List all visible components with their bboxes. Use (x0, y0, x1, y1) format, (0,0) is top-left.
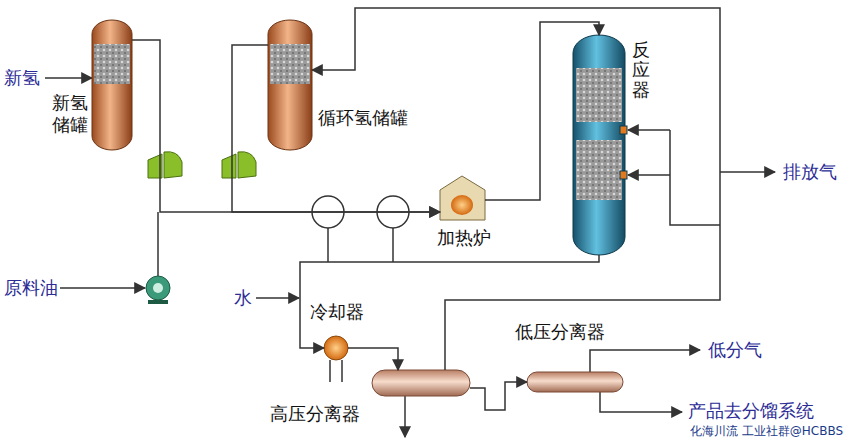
drawing-part (576, 140, 622, 200)
drawing-part (451, 195, 473, 215)
drawing-part (720, 171, 775, 173)
drawing-part (157, 212, 159, 276)
drawing-part (573, 35, 625, 255)
drawing-part (92, 20, 132, 150)
drawing-part (153, 283, 163, 293)
process-line (312, 8, 720, 370)
drawing-part (45, 77, 92, 79)
drawing-part (256, 297, 299, 299)
drawing-part (576, 68, 622, 122)
drawing-part (590, 350, 700, 372)
equipment-label: 新氢储罐 (52, 92, 88, 135)
high-pressure-separator: 高压分离器 (372, 370, 470, 396)
heating-furnace (440, 176, 485, 220)
drawing-part (372, 370, 470, 396)
separator-vessel (372, 370, 623, 396)
equipment-label: 低压分离器 (515, 322, 605, 343)
recycle-hydrogen-tank: 循环氢储罐 (268, 20, 312, 150)
equipment-label: 高压分离器 (270, 404, 360, 425)
drawing-part (670, 130, 720, 225)
drawing-part (146, 276, 170, 300)
drawing-part (327, 228, 329, 262)
stream-label: 原料油 (4, 278, 58, 299)
feed-lines (45, 78, 775, 437)
drawing-part (270, 44, 310, 84)
drawing-part (341, 360, 343, 382)
drawing-part (628, 129, 670, 131)
cooler: 冷却器 (324, 336, 348, 360)
stream-label: 产品去分馏系统 (688, 401, 814, 422)
stream-label: 低分气 (708, 340, 762, 361)
drawing-part (600, 392, 682, 412)
drawing-part (392, 228, 394, 262)
watermark: 化海川流 工业社群@HCBBS (690, 425, 843, 439)
drawing-part (620, 171, 627, 179)
drawing-part (527, 372, 623, 392)
drawing-part (620, 126, 627, 134)
drawing-part (324, 336, 348, 360)
drawing-part (238, 152, 256, 178)
drawing-part (404, 396, 406, 437)
process-line (485, 22, 599, 200)
process-line (132, 40, 440, 212)
drawing-part (164, 152, 182, 178)
equipment-label: 加热炉 (437, 228, 491, 249)
drawing-part (148, 300, 168, 304)
equipment-label: 反应器 (632, 40, 650, 99)
fresh-hydrogen-tank: 新氢储罐 (92, 20, 132, 150)
drawing-part (628, 174, 670, 176)
drawing-part (222, 154, 236, 178)
drawing-part (268, 20, 312, 150)
drawing-part (440, 176, 485, 220)
drawing-part (329, 360, 331, 382)
reactor-vessel (573, 35, 627, 255)
hydrogen-tank (92, 20, 312, 150)
stream-label: 新氢 (4, 68, 40, 89)
feed-pump (146, 276, 170, 304)
stream-label: 排放气 (783, 162, 837, 183)
equipment-label: 冷却器 (310, 302, 364, 323)
process-line (470, 382, 527, 410)
equipment-label: 循环氢储罐 (318, 108, 408, 129)
heating-furnace: 加热炉 (440, 176, 485, 220)
stream-label: 水 (234, 288, 252, 309)
compressor (148, 152, 256, 178)
cooler (324, 336, 348, 360)
drawing-part (94, 44, 130, 84)
reactor: 反应器 (573, 35, 625, 255)
drawing-part (60, 287, 145, 289)
process-line (348, 348, 398, 370)
low-pressure-separator: 低压分离器 (527, 372, 623, 392)
